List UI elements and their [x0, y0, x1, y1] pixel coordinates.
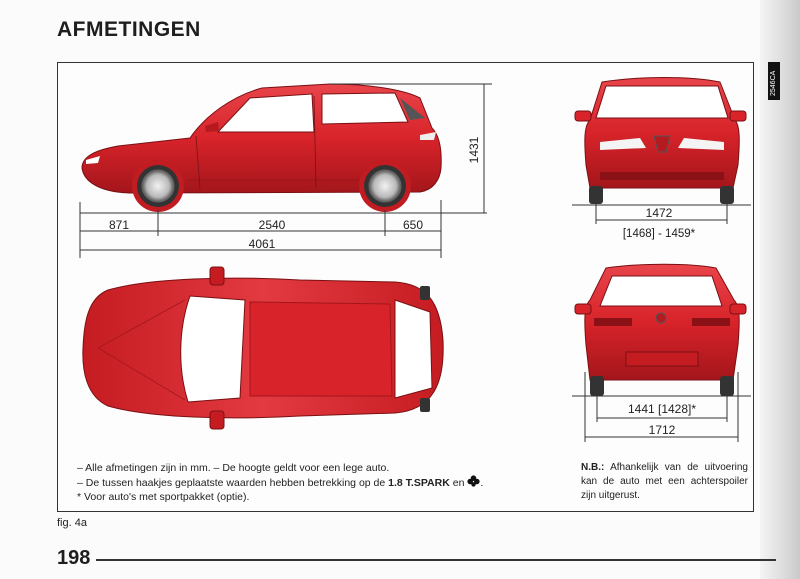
dim-rear-track: 1441 [1428]* — [628, 402, 696, 416]
dim-front-track-alt: [1468] - 1459* — [623, 228, 696, 240]
car-front-view — [574, 77, 747, 204]
side-dimension-lines — [79, 83, 492, 258]
cloverleaf-icon — [467, 475, 480, 487]
nb-label: N.B.: — [581, 462, 605, 473]
page-edge-shadow — [760, 0, 800, 579]
dim-front-overhang: 871 — [109, 218, 129, 232]
page-title: AFMETINGEN — [57, 18, 201, 41]
figure-code: 2546CA — [768, 62, 780, 100]
dim-rear-overhang: 650 — [403, 218, 423, 232]
nb-text: Afhankelijk van de uitvoering kan de aut… — [581, 462, 748, 501]
rear-dimension-lines — [572, 372, 751, 442]
dim-overall-width: 1712 — [649, 423, 676, 437]
nb-note: N.B.: Afhankelijk van de uitvoering kan … — [581, 461, 748, 503]
page-footer-rule — [96, 559, 776, 561]
dim-front-track: 1472 — [646, 206, 673, 220]
note-line-1: – Alle afmetingen zijn in mm. – De hoogt… — [77, 462, 390, 474]
note-line-2: – De tussen haakjes geplaatste waarden h… — [77, 475, 484, 489]
figure-label: fig. 4a — [57, 517, 87, 529]
page-number: 198 — [57, 547, 91, 569]
dim-wheelbase: 2540 — [259, 218, 286, 232]
notes-block: – Alle afmetingen zijn in mm. – De hoogt… — [77, 461, 483, 504]
front-dimension-lines — [572, 200, 751, 224]
car-rear-view — [574, 263, 747, 396]
dim-height: 1431 — [467, 136, 481, 163]
dim-overall-length: 4061 — [249, 237, 276, 251]
engine-name: 1.8 T.SPARK — [388, 477, 450, 489]
note-line-3: * Voor auto's met sportpakket (optie). — [77, 491, 250, 503]
car-side-view — [81, 83, 442, 212]
car-top-view — [82, 266, 444, 430]
